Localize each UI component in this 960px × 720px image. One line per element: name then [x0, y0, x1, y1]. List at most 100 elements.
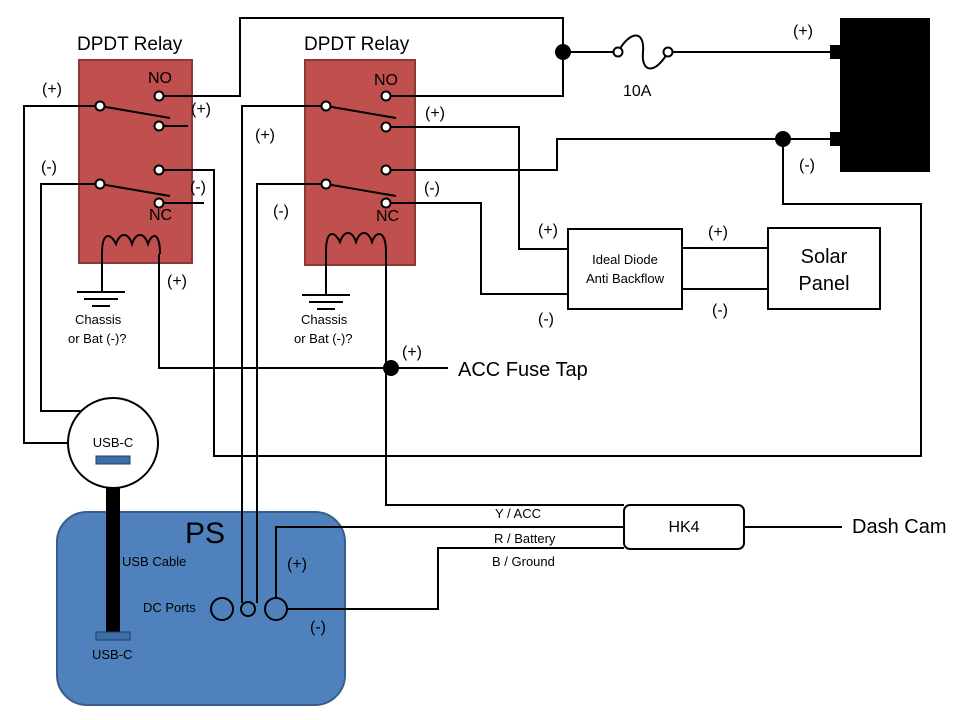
relay-left-nc-label: NC	[149, 207, 172, 224]
ps-dc-port-2	[240, 601, 256, 617]
relay-right-no-label: NO	[374, 72, 398, 89]
ps-usb-cable-label: USB Cable	[122, 554, 186, 569]
battery-pos-terminal	[830, 45, 842, 59]
relay-right-term-com2	[320, 178, 332, 190]
wire-left-com-pos	[23, 105, 100, 444]
relay-left-ground-label-2: or Bat (-)?	[68, 331, 127, 346]
relay-left-switch-arm-1	[99, 105, 171, 119]
wire-right-coil-acc	[385, 252, 624, 506]
wire-right-no-to-fuse	[386, 52, 564, 97]
acc-fuse-tap: ACC Fuse Tap (+)	[402, 344, 588, 381]
fuse-element	[617, 34, 669, 70]
ps-usbc-port-icon	[95, 631, 131, 641]
ideal-diode-box	[567, 228, 683, 310]
ps-port-pos-label: (+)	[287, 556, 307, 573]
battery-body	[840, 18, 930, 172]
wire-right-nc-to-diode	[386, 202, 568, 295]
junction-acc	[383, 360, 399, 376]
solar-panel-box	[767, 227, 881, 310]
relay-right: DPDT Relay NO NC (+) (-) (+) (-) Chassis…	[255, 34, 445, 346]
relay-left-term-com2	[94, 178, 106, 190]
relay-left-switch-arm-2	[99, 183, 171, 197]
usbc-connector: USB-C	[67, 397, 159, 489]
ideal-diode-line1: Ideal Diode	[592, 252, 658, 267]
relay-left-coil-pos-label: (+)	[167, 273, 187, 290]
relay-right-switch-arm-1	[325, 105, 397, 119]
fuse-label: 10A	[623, 83, 652, 100]
relay-left-term-nc1	[153, 164, 165, 176]
hk4-label: HK4	[668, 519, 699, 536]
power-station-title: PS	[185, 517, 225, 550]
relay-right-switch-arm-2	[325, 183, 397, 197]
hk4-wire-y-label: Y / ACC	[495, 506, 541, 521]
relay-right-com-neg-label: (-)	[273, 203, 289, 220]
relay-left-nc-neg-label: (-)	[190, 179, 206, 196]
relay-left-coil	[101, 234, 161, 255]
usbc-connector-circle	[67, 397, 159, 489]
relay-right-title: DPDT Relay	[304, 34, 410, 55]
relay-left-com-pos-label: (+)	[42, 81, 62, 98]
solar-panel-line2: Panel	[798, 273, 849, 295]
relay-left: DPDT Relay NO NC (+) (-) (+) (-) (+) Cha…	[41, 34, 211, 346]
wire-right-com-neg	[256, 183, 326, 603]
ps-dc-port-1	[210, 597, 234, 621]
solar-panel: Solar Panel	[767, 227, 881, 310]
ideal-diode: Ideal Diode Anti Backflow (+) (-) (+) (-…	[538, 222, 728, 328]
acc-fuse-tap-pos-label: (+)	[402, 344, 422, 361]
ideal-diode-line2: Anti Backflow	[586, 271, 665, 286]
relay-left-ground-label-1: Chassis	[75, 312, 122, 327]
relay-left-body	[78, 59, 193, 264]
battery-neg-label: (-)	[799, 157, 815, 174]
relay-left-no-pos-label: (+)	[191, 101, 211, 118]
hk4-wire-r-label: R / Battery	[494, 531, 556, 546]
usbc-connector-plug-icon	[95, 455, 131, 465]
wire-hk4-battery	[275, 526, 624, 598]
relay-right-com-pos-label: (+)	[255, 127, 275, 144]
relay-right-term-nc2	[380, 197, 392, 209]
power-station: PS USB Cable DC Ports USB-C (+) (-)	[56, 456, 346, 706]
relay-right-ground-label-1: Chassis	[301, 312, 348, 327]
ps-dc-ports-label: DC Ports	[143, 600, 196, 615]
ideal-diode-out-pos-label: (+)	[708, 224, 728, 241]
battery-neg-terminal	[830, 132, 842, 146]
wire-right-com-pos	[241, 105, 326, 603]
junction-fuse	[555, 44, 571, 60]
relay-left-ground-icon	[77, 291, 125, 307]
solar-panel-line1: Solar	[801, 246, 848, 268]
relay-right-body	[304, 59, 416, 266]
ideal-diode-out-neg-label: (-)	[712, 302, 728, 319]
wire-right-no-to-diode	[386, 126, 568, 250]
fuse: 10A	[612, 34, 674, 100]
wire-left-com-neg	[40, 183, 100, 412]
wire-right-mid-to-battery-neg	[386, 138, 836, 171]
relay-left-term-no	[153, 90, 165, 102]
ps-usbc-label: USB-C	[92, 647, 132, 662]
wires	[23, 17, 922, 610]
relay-left-term-com1	[94, 100, 106, 112]
relay-left-com-neg-label: (-)	[41, 159, 57, 176]
usbc-connector-label: USB-C	[93, 435, 133, 450]
relay-right-coil	[325, 232, 387, 253]
relay-right-term-nc1	[380, 164, 392, 176]
ideal-diode-in-neg-label: (-)	[538, 311, 554, 328]
wire-left-nc-neg	[159, 139, 922, 457]
relay-right-no-pos-label: (+)	[425, 105, 445, 122]
hk4-wire-b-label: B / Ground	[492, 554, 555, 569]
wire-hk4-ground	[288, 547, 624, 610]
relay-right-term-com1	[320, 100, 332, 112]
junction-battery-neg	[775, 131, 791, 147]
relay-left-title: DPDT Relay	[77, 34, 183, 55]
relay-right-term-no2	[380, 121, 392, 133]
fuse-term-right	[662, 46, 674, 58]
relay-right-ground-icon	[302, 294, 350, 310]
relay-right-nc-neg-label: (-)	[424, 180, 440, 197]
ideal-diode-in-pos-label: (+)	[538, 222, 558, 239]
relay-right-nc-label: NC	[376, 208, 399, 225]
acc-fuse-tap-label: ACC Fuse Tap	[458, 359, 588, 381]
ps-usb-cable	[106, 456, 120, 636]
relay-left-term-nc2	[153, 197, 165, 209]
relay-left-no-label: NO	[148, 70, 172, 87]
ps-port-neg-label: (-)	[310, 619, 326, 636]
wire-left-coil-acc	[158, 254, 448, 369]
